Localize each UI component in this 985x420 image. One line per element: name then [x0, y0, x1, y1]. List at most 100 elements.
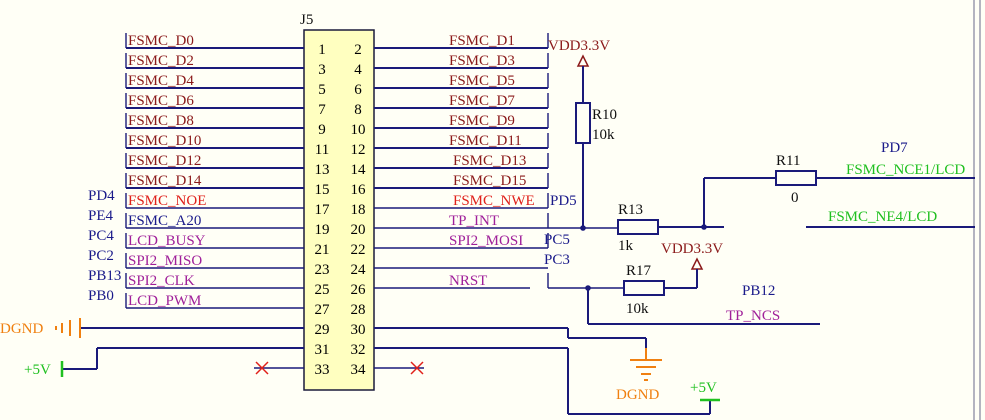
- net-label: FSMC_D0: [128, 33, 194, 49]
- pin-number: 13: [315, 162, 330, 178]
- pin-number: 2: [354, 42, 362, 58]
- fsmc-ne4-label: FSMC_NE4/LCD: [828, 209, 937, 225]
- pin-number: 27: [315, 302, 331, 318]
- pin-number: 33: [315, 362, 330, 378]
- pin-number: 4: [354, 62, 362, 78]
- right-port-labels: PD5 PC5 PC3: [544, 193, 577, 268]
- net-label: FSMC_A20: [128, 213, 201, 229]
- dgnd-right-label: DGND: [616, 387, 659, 403]
- pd7-label: PD7: [881, 140, 908, 156]
- gnd-5v-wiring: [62, 327, 711, 415]
- net-label: FSMC_D1: [449, 33, 515, 49]
- left-port-labels: PD4 PE4 PC4 PC2 PB13 PB0: [88, 188, 121, 304]
- net-label: FSMC_D10: [128, 133, 201, 149]
- net-label: FSMC_D6: [128, 93, 194, 109]
- pin-number: 6: [354, 82, 362, 98]
- pin-number: 24: [351, 262, 367, 278]
- pin-number: 3: [318, 62, 326, 78]
- net-label: SPI2_CLK: [128, 273, 195, 289]
- net-label: FSMC_D12: [128, 153, 201, 169]
- pin-number: 25: [315, 282, 330, 298]
- pin-number: 30: [351, 322, 366, 338]
- pin-number: 14: [351, 162, 367, 178]
- vdd-mid-label: VDD3.3V: [661, 241, 723, 257]
- port-label-pd4: PD4: [88, 188, 115, 204]
- net-label: SPI2_MISO: [128, 253, 202, 269]
- vdd-top-label: VDD3.3V: [548, 38, 610, 54]
- net-label: LCD_PWM: [128, 293, 201, 309]
- pin-number: 29: [315, 322, 330, 338]
- vdd-mid-arrow: [690, 257, 704, 270]
- pin-number: 12: [351, 142, 366, 158]
- port-label-pb13: PB13: [88, 268, 121, 284]
- r11-ref: R11: [776, 153, 800, 169]
- pin-number: 28: [351, 302, 366, 318]
- net-label: FSMC_D13: [453, 153, 526, 169]
- net-label: FSMC_D11: [449, 133, 522, 149]
- dgnd-left-label: DGND: [0, 321, 43, 337]
- no-connect-markers: [254, 361, 424, 375]
- r17-value: 10k: [626, 301, 649, 317]
- pin-number: 11: [315, 142, 329, 158]
- net-label: SPI2_MOSI: [449, 233, 523, 249]
- pin-number: 15: [315, 182, 330, 198]
- net-label: FSMC_D14: [128, 173, 202, 189]
- vdd-top-symbol: VDD3.3V: [548, 38, 610, 103]
- net-label: FSMC_D3: [449, 53, 515, 69]
- r13-value: 1k: [618, 238, 634, 254]
- port-label-pc3: PC3: [544, 252, 570, 268]
- r11-value: 0: [791, 190, 799, 206]
- port-label-pc4: PC4: [88, 228, 114, 244]
- connector-designator: J5: [300, 12, 313, 28]
- pin-number: 18: [351, 202, 366, 218]
- r10-ref: R10: [592, 107, 617, 123]
- net-label: FSMC_NOE: [128, 193, 206, 209]
- pin-number: 17: [315, 202, 331, 218]
- pin-number: 9: [318, 122, 326, 138]
- vdd-mid-symbol: VDD3.3V: [661, 241, 723, 288]
- pin-number: 16: [351, 182, 367, 198]
- left-net-labels: FSMC_D0FSMC_D2FSMC_D4FSMC_D6FSMC_D8FSMC_…: [125, 33, 304, 309]
- tp-ncs-label: TP_NCS: [726, 308, 780, 324]
- pin-number: 31: [315, 342, 330, 358]
- port-label-pd5: PD5: [550, 193, 577, 209]
- resistor-r10[interactable]: R10 10k: [575, 102, 617, 144]
- v5-right-symbol: +5V: [690, 380, 720, 402]
- dgnd-left-symbol: DGND: [0, 318, 81, 338]
- pin-number: 7: [318, 102, 326, 118]
- pin-number: 1: [318, 42, 326, 58]
- dgnd-right-symbol: DGND: [616, 348, 662, 403]
- pin-number: 23: [315, 262, 330, 278]
- sheet-border: [973, 0, 981, 420]
- net-label: FSMC_D4: [128, 73, 194, 89]
- net-label: LCD_BUSY: [128, 233, 206, 249]
- port-label-pc2: PC2: [88, 248, 114, 264]
- fsmc-nce1-label: FSMC_NCE1/LCD: [846, 162, 965, 178]
- connector-j5-body[interactable]: [303, 29, 375, 391]
- net-label: FSMC_D9: [449, 113, 515, 129]
- port-label-pe4: PE4: [88, 208, 114, 224]
- net-label: FSMC_D7: [449, 93, 515, 109]
- net-label: NRST: [449, 273, 487, 289]
- port-label-pb0: PB0: [88, 288, 114, 304]
- pin-number: 10: [351, 122, 366, 138]
- v5-left-label: +5V: [24, 362, 51, 378]
- net-label: FSMC_D8: [128, 113, 194, 129]
- port-label-pc5: PC5: [544, 232, 570, 248]
- pin-number: 21: [315, 242, 330, 258]
- net-label: FSMC_D2: [128, 53, 194, 69]
- net-label: FSMC_D5: [449, 73, 515, 89]
- pin-number: 20: [351, 222, 366, 238]
- resistor-r13[interactable]: R13 1k: [617, 202, 659, 254]
- pin-number: 26: [351, 282, 367, 298]
- pin-number: 32: [351, 342, 366, 358]
- resistor-r17[interactable]: R17 10k: [623, 263, 665, 317]
- v5-left-symbol: +5V: [24, 361, 64, 378]
- pin-number: 8: [354, 102, 362, 118]
- v5-right-label: +5V: [690, 380, 717, 396]
- net-label: FSMC_D15: [453, 173, 526, 189]
- resistor-r11[interactable]: R11 0: [775, 153, 817, 206]
- pin-number: 19: [315, 222, 330, 238]
